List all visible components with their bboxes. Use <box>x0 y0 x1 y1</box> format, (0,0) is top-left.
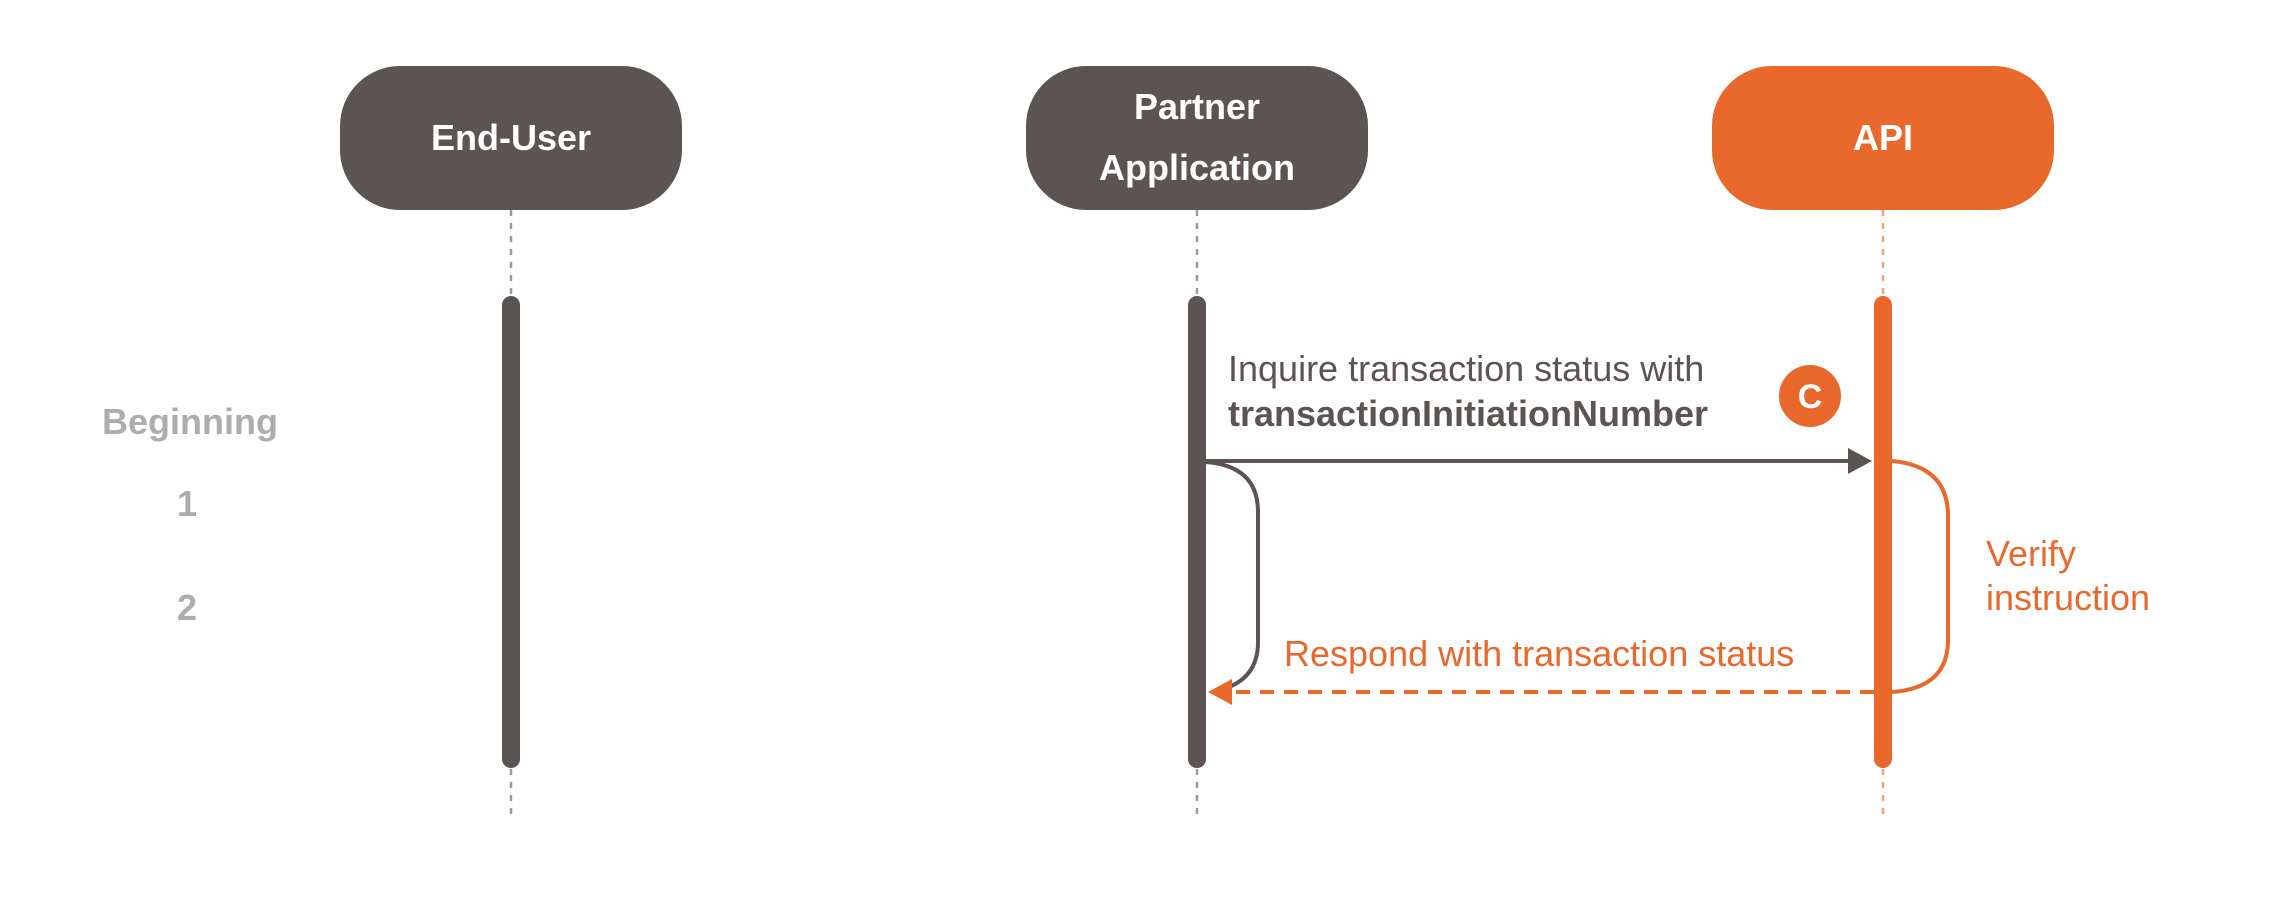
badge-c-label: C <box>1798 378 1823 416</box>
actor-api-box <box>1712 66 2054 210</box>
step-label-1: 1 <box>177 483 197 524</box>
actor-end-user: End-User <box>340 66 682 210</box>
actor-api: API <box>1712 66 2054 210</box>
actor-partner-application: Partner Application <box>1026 66 1368 210</box>
response-message-label: Respond with transaction status <box>1284 633 1794 674</box>
api-process-label-line1: Verify <box>1986 533 2076 574</box>
request-message-line1: Inquire transaction status with <box>1228 348 1704 389</box>
response-arrowhead-icon <box>1208 679 1232 705</box>
activation-bar-api <box>1874 296 1892 768</box>
badge-c-icon: C <box>1779 365 1841 427</box>
actor-end-user-label: End-User <box>431 117 591 158</box>
api-processing-bracket <box>1891 459 1950 694</box>
partner-application-processing-bracket <box>1205 460 1260 692</box>
step-label-2: 2 <box>177 587 197 628</box>
request-message-line2: transactionInitiationNumber <box>1228 393 1708 434</box>
step-label-beginning: Beginning <box>102 401 278 442</box>
actor-partner-application-label-line1: Partner <box>1134 86 1260 127</box>
actor-api-label: API <box>1853 117 1913 158</box>
api-process-label-line2: instruction <box>1986 577 2150 618</box>
actor-end-user-box <box>340 66 682 210</box>
activation-bar-end-user <box>502 296 520 768</box>
actor-partner-application-box <box>1026 66 1368 210</box>
request-arrowhead-icon <box>1848 448 1872 474</box>
actor-partner-application-label-line2: Application <box>1099 147 1295 188</box>
activation-bar-partner-application <box>1188 296 1206 768</box>
